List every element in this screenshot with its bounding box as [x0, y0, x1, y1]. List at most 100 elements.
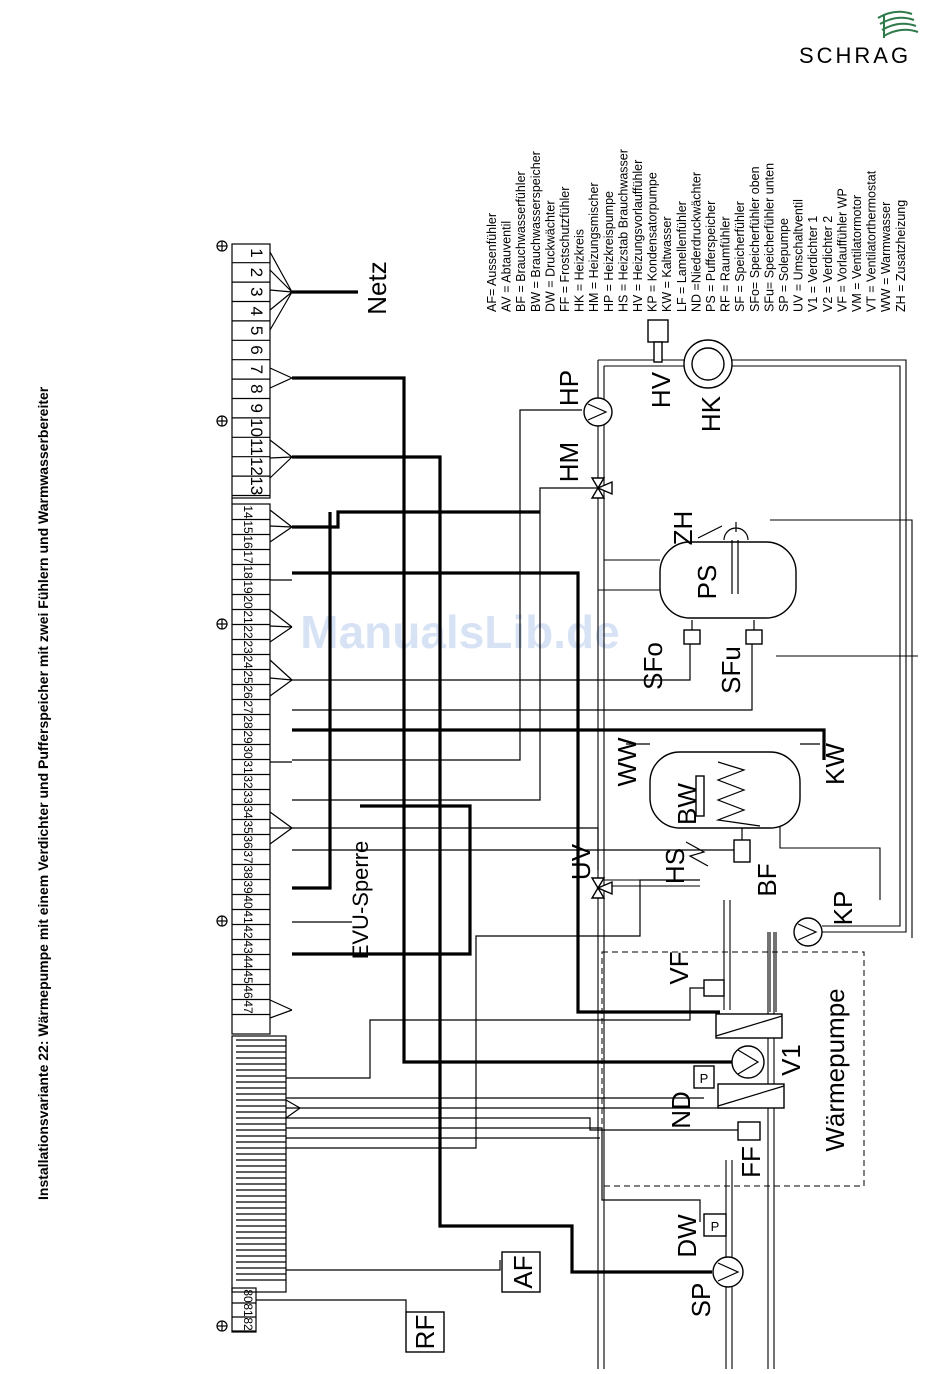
terminal-label: 16 [241, 535, 255, 549]
terminal-label: 32 [241, 775, 255, 789]
legend-item: VM = Ventilatormotor [850, 195, 864, 312]
sfo-sensor-icon [683, 629, 701, 645]
terminal-label: 26 [241, 685, 255, 699]
logo-mark-icon [877, 10, 919, 38]
terminal-label: 15 [241, 520, 255, 534]
terminal-label: 14 [241, 505, 255, 519]
terminal-label: 29 [241, 730, 255, 744]
component-label-hm: HM [554, 442, 584, 482]
terminal-label: 2 [247, 268, 266, 277]
component-label-af: AF [508, 1255, 538, 1288]
terminal-label: 23 [241, 640, 255, 654]
terminal-label: 34 [241, 805, 255, 819]
legend-item: SFu= Speicherfühler unten [762, 163, 776, 312]
component-label-ww: WW [612, 737, 642, 787]
terminal-label: 82 [241, 1317, 255, 1331]
earth-symbols [216, 240, 228, 1332]
terminal-label: 5 [247, 326, 266, 335]
hp-pump-icon [583, 397, 613, 427]
component-label-sp: SP [686, 1283, 716, 1318]
legend-item: AV = Abtauventil [500, 221, 514, 312]
terminal-hatch [236, 1039, 286, 1281]
component-label-ff: FF [736, 1146, 766, 1178]
legend-item: KP = Kondensatorpumpe [646, 172, 660, 312]
legend-item: RF = Raumfühler [719, 216, 733, 312]
legend-item: VT = Ventilatorthermostat [865, 170, 879, 312]
legend-item: FF = Frostschutzfühler [558, 187, 572, 312]
legend-item: V2 = Verdichter 2 [821, 216, 835, 312]
legend-item: PS = Pufferspeicher [704, 201, 718, 312]
terminal-label: 47 [241, 1000, 255, 1014]
component-label-sfo: SFo [638, 642, 668, 690]
terminal-label: 13 [247, 476, 266, 495]
label-waermepumpe: Wärmepumpe [820, 988, 850, 1151]
legend-item: SFo= Speicherfühler oben [748, 166, 762, 312]
legend-item: DW = Druckwächter [543, 201, 557, 312]
terminal-label: 11 [247, 438, 266, 456]
nd-switch-icon [693, 1065, 715, 1089]
legend-item: SP = Solepumpe [777, 218, 791, 312]
terminal-label: 12 [247, 457, 266, 476]
terminal-label: 36 [241, 835, 255, 849]
hv-sensor-icon [647, 319, 669, 343]
svg-text:P: P [711, 1219, 720, 1234]
terminal-label: 7 [247, 365, 266, 374]
terminal-label: 30 [241, 745, 255, 759]
terminal-label: 38 [241, 865, 255, 879]
terminal-label: 39 [241, 880, 255, 894]
terminal-label: 81 [241, 1303, 255, 1317]
component-label-rf: RF [410, 1315, 440, 1350]
legend-item: KW = Kaltwasser [660, 216, 674, 312]
terminal-label: 6 [247, 345, 266, 354]
terminal-label: 44 [241, 955, 255, 969]
terminal-label: 9 [247, 403, 266, 412]
schrag-logo: SCHRAG [799, 10, 919, 68]
legend-item: UV = Umschaltventil [792, 199, 806, 312]
terminal-label: 37 [241, 850, 255, 864]
legend-item: VF = Vorlauffühler WP [835, 188, 849, 312]
terminal-label: 41 [241, 910, 255, 924]
hm-mixer-icon [590, 477, 613, 499]
brand-name: SCHRAG [799, 43, 911, 68]
terminal-label: 31 [241, 760, 255, 774]
terminal-label: 10 [247, 418, 266, 437]
component-label-sfu: SFu [716, 646, 746, 694]
uv-valve-icon [590, 877, 613, 899]
kp-pump-icon [793, 917, 823, 947]
ps-buffer-tank-icon [659, 541, 797, 619]
legend-item: ND =Niederdruckwächter [689, 172, 703, 312]
bf-sensor-icon [733, 839, 751, 863]
component-label-ps: PS [692, 565, 722, 600]
component-label-uv: UV [566, 843, 596, 880]
legend-item: HS = Heizstab Brauchwasser [616, 149, 630, 312]
terminal-label: 42 [241, 925, 255, 939]
legend-item: HK = Heizkreis [573, 229, 587, 312]
terminal-strip: 1234567891011121314151617181920212223242… [216, 240, 287, 1333]
thick-wiring [292, 290, 826, 1274]
terminal-label: 45 [241, 970, 255, 984]
terminal-label: 27 [241, 700, 255, 714]
terminal-label: 3 [247, 287, 266, 296]
component-label-bw: BW [672, 783, 702, 825]
component-label-vf: VF [664, 951, 694, 984]
terminal-label: 21 [241, 610, 255, 624]
terminal-label: 8 [247, 384, 266, 393]
heatpump-boundary [601, 951, 865, 1187]
legend-item: SF = Speicherfühler [733, 201, 747, 312]
terminal-label: 4 [247, 306, 266, 315]
legend-item: HV = Heizungsvorlauffühler [631, 160, 645, 312]
rf-sensor-icon [405, 1311, 445, 1353]
label-netz: Netz [362, 261, 392, 314]
terminal-label: 35 [241, 820, 255, 834]
svg-text:P: P [700, 1071, 709, 1086]
label-evu: EVU-Sperre [348, 841, 373, 960]
terminal-label: 43 [241, 940, 255, 954]
terminal-label: 46 [241, 985, 255, 999]
component-label-kw: KW [820, 743, 850, 785]
terminal-label: 19 [241, 580, 255, 594]
components: P P [405, 319, 823, 1353]
component-label-hp: HP [554, 370, 584, 406]
